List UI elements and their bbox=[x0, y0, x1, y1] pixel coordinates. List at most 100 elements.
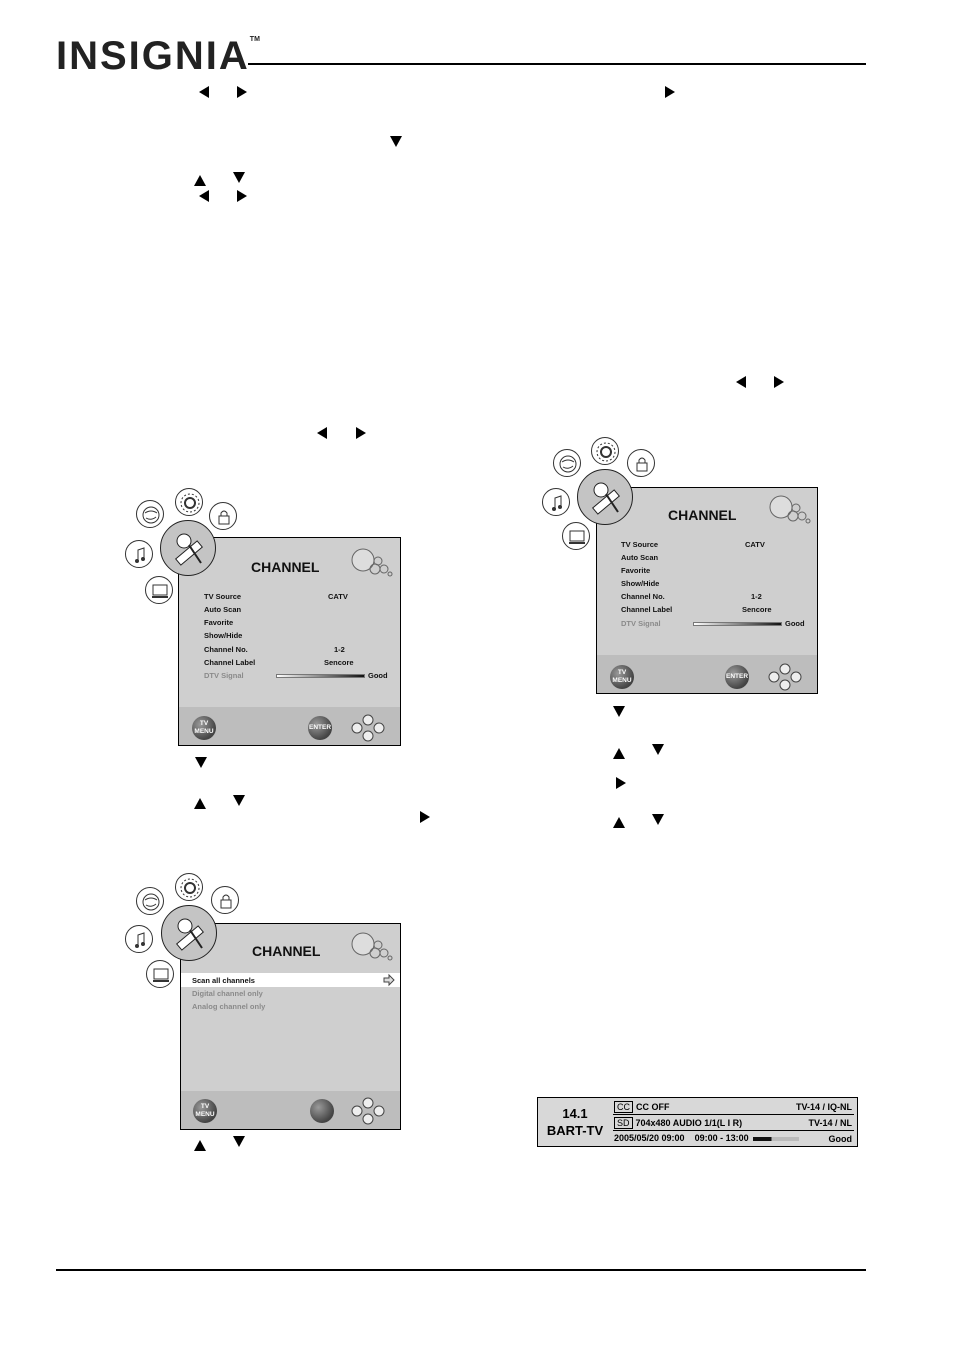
dtv-signal-bar bbox=[276, 674, 365, 678]
dtv-signal-value: Good bbox=[785, 619, 805, 628]
menu-btn-line2: MENU bbox=[194, 728, 214, 735]
date-time: 2005/05/20 09:00 bbox=[614, 1133, 685, 1143]
menu-item-favorite[interactable]: Favorite bbox=[621, 566, 651, 575]
left-arrow-icon bbox=[199, 86, 209, 98]
right-arrow-icon bbox=[237, 86, 247, 98]
lock-icon bbox=[627, 449, 655, 477]
channel-label-value: Sencore bbox=[324, 658, 354, 667]
dtv-signal-bar bbox=[693, 622, 782, 626]
right-arrow-icon bbox=[616, 777, 626, 789]
down-arrow-icon bbox=[233, 1136, 245, 1147]
menu-item-auto-scan[interactable]: Auto Scan bbox=[621, 553, 659, 562]
time-status: 2005/05/20 09:00 09:00 - 13:00 bbox=[614, 1133, 801, 1143]
enter-button[interactable]: ENTER bbox=[725, 665, 749, 689]
right-arrow-button-icon[interactable] bbox=[382, 973, 396, 992]
globe-icon bbox=[136, 887, 164, 915]
footer-rule bbox=[56, 1269, 866, 1271]
enter-button[interactable] bbox=[310, 1099, 334, 1123]
signal-bar bbox=[753, 1136, 800, 1141]
menu-title: CHANNEL bbox=[251, 559, 320, 575]
dtv-signal-value: Good bbox=[368, 671, 388, 680]
banner-line-time: 2005/05/20 09:00 09:00 - 13:00 Good bbox=[613, 1131, 854, 1147]
menu-btn-line1: TV bbox=[200, 1103, 210, 1110]
video-audio-text: 704x480 AUDIO 1/1(L I R) bbox=[635, 1118, 743, 1128]
menu-item-favorite[interactable]: Favorite bbox=[204, 618, 234, 627]
menu-btn-line2: MENU bbox=[612, 677, 632, 684]
right-arrow-icon bbox=[774, 376, 784, 388]
monitor-icon bbox=[146, 960, 174, 988]
menu-item-channel-label[interactable]: Channel Label bbox=[204, 658, 256, 667]
dpad-icon[interactable] bbox=[350, 714, 386, 742]
menu-item-tv-source[interactable]: TV Source bbox=[621, 540, 659, 549]
sd-tag: SD bbox=[614, 1117, 633, 1129]
dpad-icon[interactable] bbox=[767, 663, 803, 691]
music-note-icon bbox=[542, 488, 570, 516]
down-arrow-icon bbox=[390, 136, 402, 147]
bubbles-decoration bbox=[350, 547, 400, 586]
down-arrow-icon bbox=[233, 795, 245, 806]
menu-btn-line2: MENU bbox=[195, 1111, 215, 1118]
up-arrow-icon bbox=[613, 748, 625, 759]
rating-secondary: TV-14 / NL bbox=[808, 1118, 852, 1128]
globe-icon bbox=[136, 500, 164, 528]
gear-icon bbox=[175, 488, 203, 516]
down-arrow-icon bbox=[195, 757, 207, 768]
menu-item-channel-no[interactable]: Channel No. bbox=[204, 645, 248, 654]
satellite-channel-icon bbox=[577, 469, 633, 525]
signal-quality: Good bbox=[828, 1134, 853, 1144]
menu-item-dtv-signal: DTV Signal bbox=[621, 619, 661, 628]
channel-no-value: 1-2 bbox=[334, 645, 345, 654]
trademark: TM bbox=[249, 36, 260, 43]
up-arrow-icon bbox=[194, 798, 206, 809]
menu-item-show-hide[interactable]: Show/Hide bbox=[621, 579, 660, 588]
down-arrow-icon bbox=[652, 744, 664, 755]
music-note-icon bbox=[125, 925, 153, 953]
globe-icon bbox=[553, 449, 581, 477]
menu-item-show-hide[interactable]: Show/Hide bbox=[204, 631, 243, 640]
monitor-icon bbox=[145, 576, 173, 604]
banner-channel-number: 14.1 bbox=[562, 1106, 588, 1121]
up-arrow-icon bbox=[194, 1140, 206, 1151]
bubbles-decoration bbox=[350, 931, 400, 970]
rating-primary: TV-14 / IQ-NL bbox=[795, 1102, 852, 1112]
menu-panel bbox=[178, 537, 401, 746]
menu-item-analog-only[interactable]: Analog channel only bbox=[192, 1002, 266, 1011]
menu-item-scan-all[interactable]: Scan all channels bbox=[192, 976, 255, 985]
gear-icon bbox=[591, 437, 619, 465]
menu-btn-line1: TV bbox=[199, 720, 209, 727]
music-note-icon bbox=[125, 540, 153, 568]
enter-button[interactable]: ENTER bbox=[308, 716, 332, 740]
menu-item-dtv-signal: DTV Signal bbox=[204, 671, 244, 680]
monitor-icon bbox=[562, 522, 590, 550]
down-arrow-icon bbox=[233, 172, 245, 183]
header-rule bbox=[248, 63, 866, 65]
dpad-icon[interactable] bbox=[350, 1097, 386, 1125]
menu-item-tv-source[interactable]: TV Source bbox=[204, 592, 242, 601]
menu-item-channel-no[interactable]: Channel No. bbox=[621, 592, 665, 601]
banner-station-name: BART-TV bbox=[546, 1123, 604, 1138]
program-time: 09:00 - 13:00 bbox=[694, 1133, 749, 1143]
tv-source-value: CATV bbox=[745, 540, 765, 549]
menu-item-digital-only[interactable]: Digital channel only bbox=[192, 989, 263, 998]
menu-title: CHANNEL bbox=[252, 943, 321, 959]
banner-channel-block: 14.1 BART-TV bbox=[538, 1098, 612, 1146]
down-arrow-icon bbox=[652, 814, 664, 825]
menu-item-auto-scan[interactable]: Auto Scan bbox=[204, 605, 242, 614]
right-arrow-icon bbox=[356, 427, 366, 439]
channel-no-value: 1-2 bbox=[751, 592, 762, 601]
tv-source-value: CATV bbox=[328, 592, 348, 601]
cc-text: CC OFF bbox=[636, 1102, 670, 1112]
bubbles-decoration bbox=[768, 494, 818, 533]
right-arrow-icon bbox=[665, 86, 675, 98]
menu-item-channel-label[interactable]: Channel Label bbox=[621, 605, 673, 614]
menu-title: CHANNEL bbox=[668, 507, 737, 523]
right-arrow-icon bbox=[420, 811, 430, 823]
